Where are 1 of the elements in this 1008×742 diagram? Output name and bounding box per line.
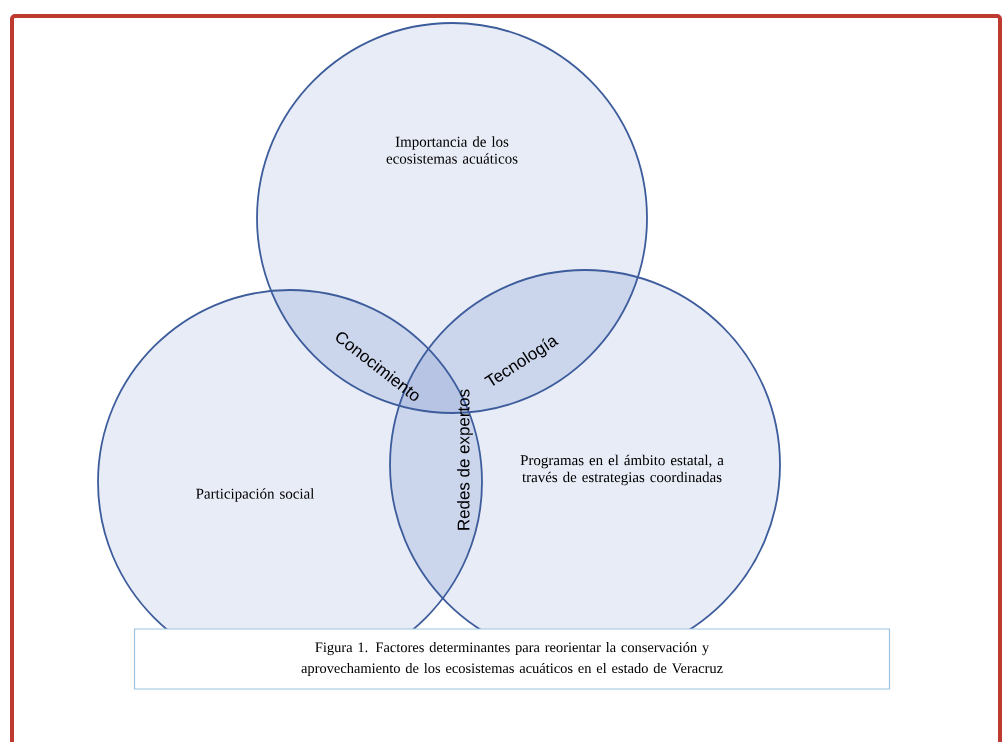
caption-box: Figura 1. Factores determinantes para reorientar la conservación y aprovechamiento de los ecosistemas acuáticos en el estado de Veracruz [133, 628, 891, 690]
